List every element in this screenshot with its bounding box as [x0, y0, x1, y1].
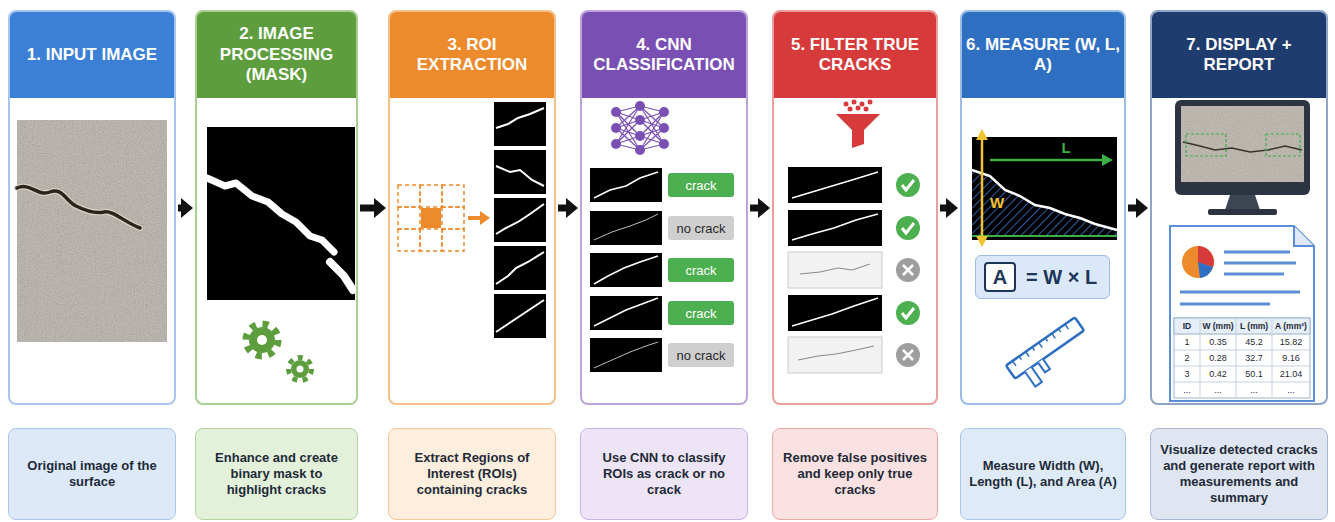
formula-box: = W × L A — [975, 255, 1110, 299]
gear-icon — [246, 324, 312, 381]
dimension-label: L — [1058, 139, 1074, 157]
table-cell: ID — [1174, 318, 1200, 334]
class-text: no crack — [676, 348, 725, 363]
box-text: Visualize detected cracks and generate r… — [1159, 442, 1319, 507]
stage-heading: 6. MEASURE (W, L, A) — [962, 12, 1124, 98]
stage-heading: 2. IMAGE PROCESSING (MASK) — [197, 12, 356, 98]
classified-tiles — [590, 168, 662, 372]
roi-cell — [421, 208, 441, 228]
table-cell: ... — [1174, 382, 1200, 398]
dimension-label: W — [988, 194, 1006, 212]
table-cell: ... — [1200, 382, 1236, 398]
table-cell: 3 — [1174, 366, 1200, 382]
description-box: Use CNN to classify ROIs as crack or no … — [580, 428, 748, 520]
stage-panel: 3. ROI EXTRACTION — [388, 10, 556, 405]
roi-tiles — [494, 102, 546, 338]
table-cell: W (mm) — [1200, 318, 1236, 334]
flow-arrow — [360, 198, 386, 218]
description-box: Extract Regions of Interest (ROIs) conta… — [388, 428, 556, 520]
table-cell: ... — [1272, 382, 1310, 398]
stage-heading: 4. CNN CLASSIFICATION — [582, 12, 746, 98]
table-cell: A (mm²) — [1272, 318, 1310, 334]
class-label: no crack — [668, 216, 734, 240]
report-document — [1170, 226, 1314, 401]
stage-heading: 7. DISPLAY + REPORT — [1152, 12, 1326, 98]
table-cell: L (mm) — [1236, 318, 1272, 334]
box-text: Remove false positives and keep only tru… — [781, 450, 929, 499]
stage-heading: 1. INPUT IMAGE — [10, 12, 174, 98]
table-cell: 50.1 — [1236, 366, 1272, 382]
flow-arrow — [940, 198, 958, 218]
flow-arrow — [178, 198, 193, 218]
box-text: A — [993, 266, 1007, 289]
class-text: crack — [685, 306, 716, 321]
table-cell: 0.42 — [1200, 366, 1236, 382]
table-cell: 15.82 — [1272, 334, 1310, 350]
table-cell: 9.16 — [1272, 350, 1310, 366]
caliper-icon — [1006, 317, 1094, 393]
area-symbol: A — [984, 262, 1016, 292]
filtered-tiles — [788, 167, 882, 373]
table-cell: 32.7 — [1236, 350, 1272, 366]
class-text: crack — [685, 263, 716, 278]
stage-heading: 3. ROI EXTRACTION — [390, 12, 554, 98]
class-label: crack — [668, 258, 734, 282]
table-cell: 2 — [1174, 350, 1200, 366]
table-cell: ... — [1236, 382, 1272, 398]
surface-photo — [17, 120, 167, 342]
box-text: Original image of the surface — [17, 458, 167, 491]
description-box: Measure Width (W), Length (L), and Area … — [960, 428, 1126, 520]
neural-net-icon — [611, 101, 669, 155]
flow-arrow — [1128, 198, 1148, 218]
stage-panel: 5. FILTER TRUE CRACKS — [772, 10, 938, 405]
description-box: Original image of the surface — [8, 428, 176, 520]
class-text: crack — [685, 178, 716, 193]
funnel-icon — [836, 100, 880, 149]
class-label: crack — [668, 301, 734, 325]
stage-heading: 5. FILTER TRUE CRACKS — [774, 12, 936, 98]
table-cell: 21.04 — [1272, 366, 1310, 382]
class-label: no crack — [668, 343, 734, 367]
stage-panel: 1. INPUT IMAGE — [8, 10, 176, 405]
box-text: Enhance and create binary mask to highli… — [204, 450, 349, 499]
roi-grid — [398, 185, 464, 251]
table-cell: 1 — [1174, 334, 1200, 350]
description-box: Visualize detected cracks and generate r… — [1150, 428, 1328, 520]
box-text: Measure Width (W), Length (L), and Area … — [969, 458, 1117, 491]
description-box: Enhance and create binary mask to highli… — [195, 428, 358, 520]
flow-arrow — [558, 198, 578, 218]
table-cell: 0.35 — [1200, 334, 1236, 350]
stage-panel: 4. CNN CLASSIFICATION crack no crack crack c… — [580, 10, 748, 405]
roi-arrow — [468, 211, 490, 225]
box-text: Use CNN to classify ROIs as crack or no … — [589, 450, 739, 499]
monitor-icon — [1175, 100, 1310, 215]
description-box: Remove false positives and keep only tru… — [772, 428, 938, 520]
stage-panel: 2. IMAGE PROCESSING (MASK) — [195, 10, 358, 405]
binary-mask — [207, 127, 355, 300]
table-cell: 0.28 — [1200, 350, 1236, 366]
box-text: Extract Regions of Interest (ROIs) conta… — [397, 450, 547, 499]
class-label: crack — [668, 173, 734, 197]
check-marks — [896, 173, 920, 367]
table-cell: 45.2 — [1236, 334, 1272, 350]
stage-panel: 6. MEASURE (W, L, A) = W × L A — [960, 10, 1126, 405]
measure-figure — [972, 129, 1117, 247]
class-text: no crack — [676, 221, 725, 236]
box-text: = W × L — [1026, 256, 1097, 298]
flow-arrow — [750, 198, 770, 218]
